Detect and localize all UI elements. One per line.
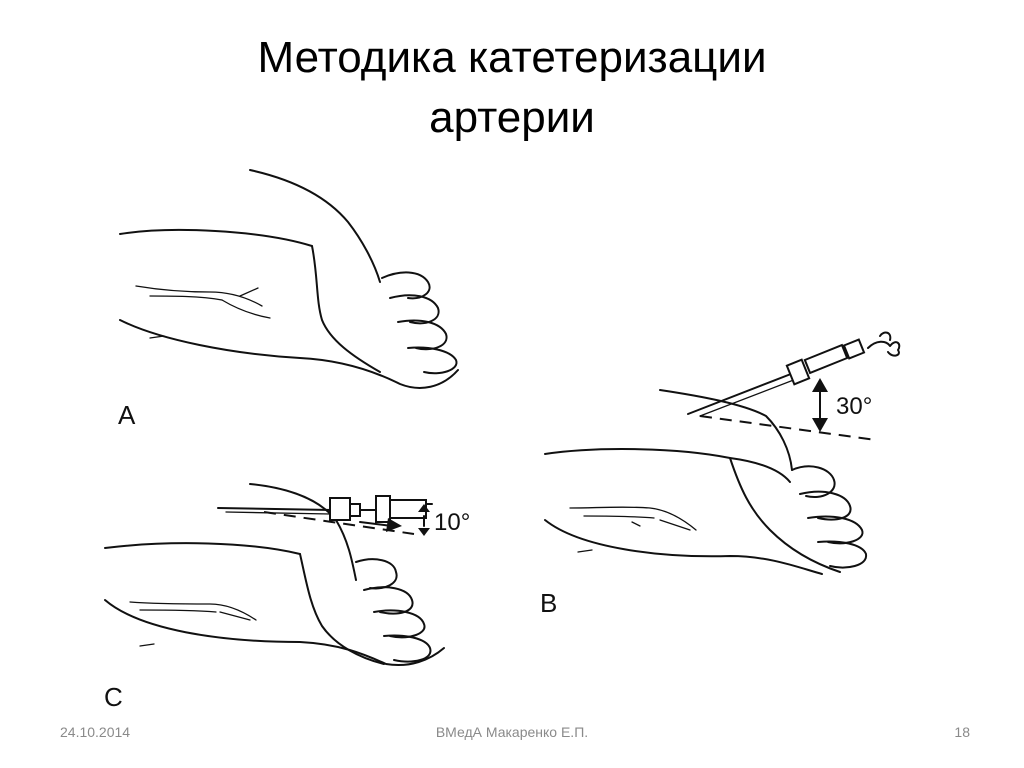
panel-b-angle-indicator bbox=[699, 378, 877, 441]
title-line-2: артерии bbox=[429, 93, 595, 142]
panel-b-angle-label: 30° bbox=[836, 393, 872, 420]
panel-c-arm-drawing bbox=[104, 483, 445, 666]
panel-c-needle-catheter bbox=[217, 495, 433, 523]
panel-b-label: B bbox=[540, 588, 557, 618]
panel-c-angle-indicator bbox=[263, 504, 430, 536]
panel-a-arm-drawing bbox=[119, 169, 459, 389]
slide-title: Методика катетеризации артерии bbox=[112, 28, 912, 148]
panel-c-angle-label: 10° bbox=[434, 509, 470, 536]
footer-date: 24.10.2014 bbox=[60, 724, 131, 740]
footer-author: ВМедА Макаренко Е.П. bbox=[435, 724, 589, 740]
panel-a: A bbox=[118, 169, 459, 430]
title-line-1: Методика катетеризации bbox=[257, 33, 767, 82]
panel-c: 10° C bbox=[104, 483, 470, 712]
panel-b-arm-drawing bbox=[544, 389, 868, 575]
panel-b-needle-catheter bbox=[687, 331, 901, 417]
panel-c-label: C bbox=[104, 682, 123, 712]
panel-a-label: A bbox=[118, 400, 136, 430]
panel-b: 30° B bbox=[540, 331, 901, 618]
footer-page-number: 18 bbox=[954, 724, 970, 740]
